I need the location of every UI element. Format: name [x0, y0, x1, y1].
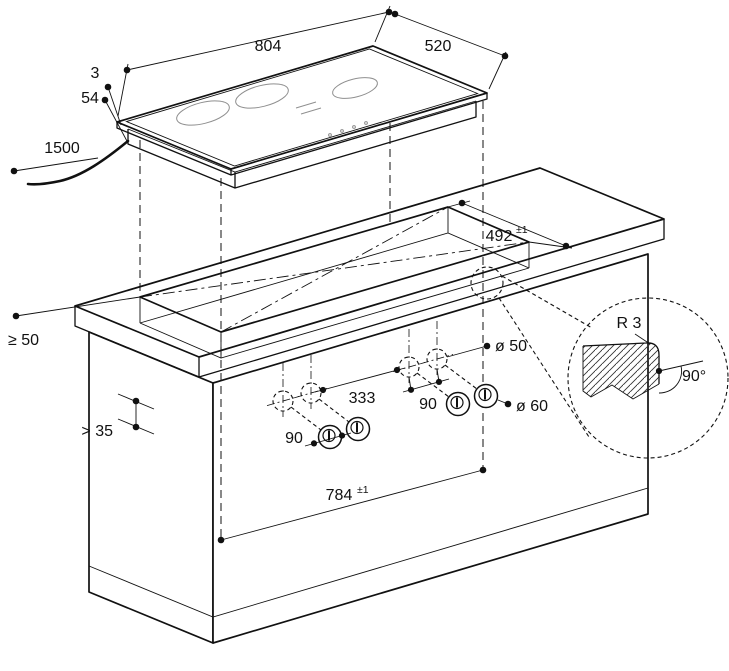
dim-base-height-label: 54: [81, 90, 99, 107]
section-break-line: [582, 346, 660, 400]
detail-magnifier-circle: [567, 297, 729, 459]
dim-bottom-clearance-label: > 35: [81, 423, 113, 440]
cabinet-front-face: [212, 253, 649, 644]
detail-view: R 3 90°: [470, 266, 729, 459]
dim-cutout-depth-label: 492: [486, 228, 513, 245]
dimension-knob-spacing-right: 90: [402, 368, 450, 413]
cooktop-frame: [125, 48, 479, 167]
dimension-knob-spacing-left: 90: [285, 430, 352, 447]
cutout-centerlines: [139, 206, 530, 333]
section-hatch: [583, 342, 659, 399]
detail-edge-angle-label: 90°: [682, 368, 706, 385]
dimension-glass-thickness: 3: [91, 65, 122, 126]
power-cable: [26, 139, 130, 186]
detail-source-circle: [470, 266, 504, 300]
dim-knob-pair-spacing-label: 333: [349, 390, 376, 407]
dimension-width: 804: [117, 5, 393, 117]
dim-hole-diameter-label: ø 50: [495, 338, 527, 355]
dimension-knob-pair-spacing: 333: [314, 366, 406, 407]
dim-depth-label: 520: [425, 38, 452, 55]
cooktop-glass-edge: [116, 93, 488, 176]
dim-glass-thickness-label: 3: [91, 65, 100, 82]
mounting-holes: [266, 321, 454, 417]
dim-cable-length-label: 1500: [44, 140, 80, 157]
plinth-seam: [88, 487, 649, 618]
dimension-hole-diameter: ø 50: [446, 338, 527, 358]
dimension-cutout-width: 784 ±1: [217, 466, 487, 544]
dim-knob-spacing-right-label: 90: [419, 396, 437, 413]
dimension-cable-length: 1500: [10, 140, 99, 175]
dim-cutout-depth-tolerance: ±1: [516, 224, 528, 236]
cooktop-body: [127, 101, 477, 189]
knob: [345, 416, 371, 442]
detail-corner-radius-label: R 3: [617, 315, 642, 332]
cabinet-left-face: [88, 331, 214, 644]
section-surface-edge: [582, 342, 660, 384]
dim-knob-spacing-left-label: 90: [285, 430, 303, 447]
dimension-base-height: 54: [81, 90, 129, 144]
dimension-depth: 520: [391, 10, 509, 90]
dim-cutout-width-tolerance: ±1: [357, 484, 369, 496]
dimension-side-clearance: ≥ 50: [8, 296, 141, 349]
knob: [445, 391, 471, 417]
cooktop: [26, 45, 488, 189]
dim-knob-diameter-label: ø 60: [516, 398, 548, 415]
cabinet: [74, 167, 665, 644]
control-knobs: [266, 321, 499, 450]
knob: [473, 383, 499, 409]
dim-side-clearance-label: ≥ 50: [8, 332, 39, 349]
dim-width-label: 804: [255, 38, 282, 55]
dimension-knob-diameter: ø 60: [497, 398, 548, 415]
dimension-bottom-clearance: > 35: [81, 393, 155, 440]
cooking-zones: [176, 77, 378, 137]
dimension-cutout-depth: 492 ±1: [447, 199, 573, 250]
dim-cutout-width-label: 784: [326, 487, 353, 504]
cutout-walls: [139, 207, 530, 359]
